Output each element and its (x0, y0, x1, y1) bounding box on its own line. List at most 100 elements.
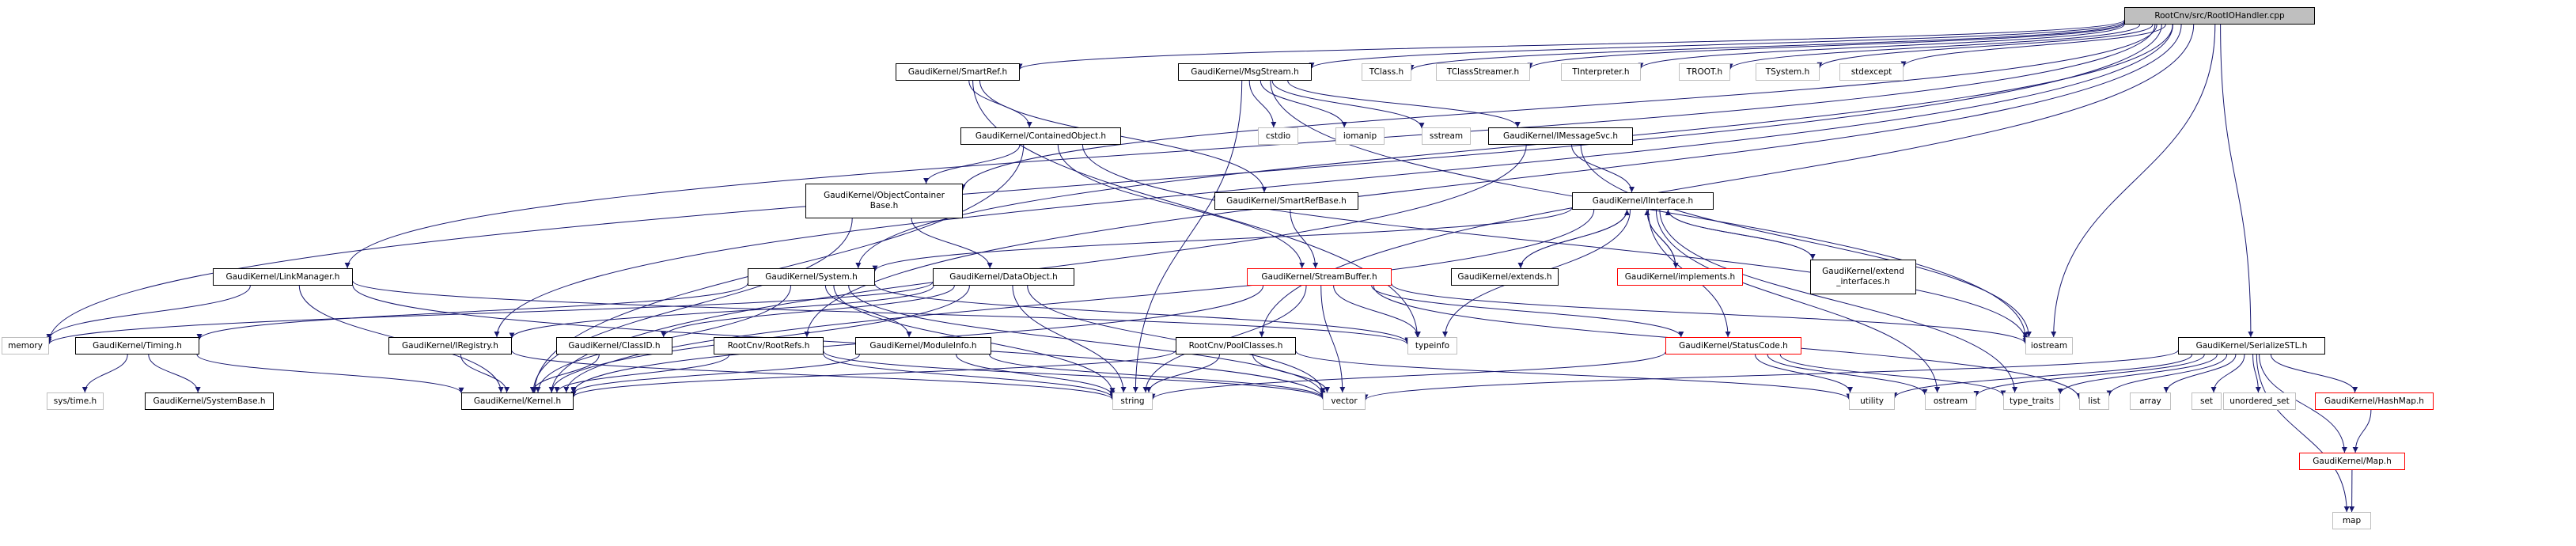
node-linkmanager[interactable]: GaudiKernel/LinkManager.h (213, 268, 353, 286)
edge-timing-to-systembase (148, 354, 201, 393)
edge-root-to-tinterpreter (1638, 24, 2125, 69)
node-typeinfo[interactable]: typeinfo (1407, 337, 1457, 355)
edge-linkmanager-to-vector (352, 285, 1326, 399)
node-list[interactable]: list (2079, 392, 2109, 410)
node-dataobject[interactable]: GaudiKernel/DataObject.h (933, 268, 1074, 286)
edge-extend-interfaces-to-iinterface (1665, 209, 1813, 260)
node-unordered-set[interactable]: unordered_set (2223, 392, 2296, 410)
node-root[interactable]: RootCnv/src/RootIOHandler.cpp (2124, 7, 2315, 25)
node-tinterpreter[interactable]: TInterpreter.h (1561, 63, 1641, 81)
edge-moduleinfo-to-vector (989, 354, 1326, 399)
edge-dataobject-to-string (1012, 285, 1127, 393)
edge-rootrefs-to-string (823, 354, 1116, 399)
node-kernel[interactable]: GaudiKernel/Kernel.h (461, 392, 574, 410)
node-objectcontainerbase[interactable]: GaudiKernel/ObjectContainer Base.h (805, 184, 963, 218)
edge-smartref-to-containedobject (968, 80, 1032, 128)
node-utility[interactable]: utility (1849, 392, 1895, 410)
node-tclass[interactable]: TClass.h (1362, 63, 1411, 81)
node-statuscode[interactable]: GaudiKernel/StatusCode.h (1665, 337, 1801, 355)
edge-statuscode-to-type-traits (1779, 354, 2006, 396)
node-containedobject[interactable]: GaudiKernel/ContainedObject.h (960, 127, 1121, 145)
node-timing[interactable]: GaudiKernel/Timing.h (75, 337, 199, 355)
node-map[interactable]: map (2332, 512, 2371, 529)
edge-moduleinfo-to-string (956, 354, 1116, 396)
edge-root-to-msgstream (1309, 21, 2125, 69)
edge-linkmanager-to-memory (46, 285, 251, 340)
node-string[interactable]: string (1112, 392, 1153, 410)
edge-root-to-troot (1727, 24, 2141, 70)
node-systembase[interactable]: GaudiKernel/SystemBase.h (145, 392, 274, 410)
edge-root-to-tclassstreamer (1527, 22, 2125, 69)
edge-statuscode-to-string (1150, 351, 1666, 400)
node-tsystem[interactable]: TSystem.h (1756, 63, 1820, 81)
edge-msgstream-to-sstream (1271, 80, 1425, 129)
edge-classid-to-kernel (529, 354, 600, 393)
edge-serializestl-to-array (2163, 354, 2237, 393)
node-type-traits[interactable]: type_traits (2003, 392, 2060, 410)
node-tclassstreamer[interactable]: TClassStreamer.h (1436, 63, 1530, 81)
node-rootrefs[interactable]: RootCnv/RootRefs.h (714, 337, 824, 355)
edge-root-to-linkmanager (344, 24, 2156, 269)
node-extends[interactable]: GaudiKernel/extends.h (1451, 268, 1559, 286)
node-classid[interactable]: GaudiKernel/ClassID.h (556, 337, 672, 355)
edge-msgstream-to-imessagesvc (1287, 80, 1521, 128)
edge-system-to-timing (196, 283, 748, 340)
node-serializestl[interactable]: GaudiKernel/SerializeSTL.h (2178, 337, 2325, 355)
node-array[interactable]: array (2130, 392, 2171, 410)
node-ostream[interactable]: ostream (1925, 392, 1976, 410)
edge-root-to-iostream (2051, 24, 2216, 338)
node-poolclasses[interactable]: RootCnv/PoolClasses.h (1176, 337, 1296, 355)
node-vector[interactable]: vector (1323, 392, 1366, 410)
edge-root-to-tclass (1408, 21, 2125, 71)
edge-streambuffer-to-statuscode (1371, 285, 1684, 338)
edge-rootrefs-to-vector (823, 351, 1326, 400)
edge-statuscode-to-ostream (1767, 354, 1928, 395)
node-system[interactable]: GaudiKernel/System.h (748, 268, 875, 286)
edge-serializestl-to-set (2210, 354, 2245, 393)
edge-serializestl-to-hashmap (2270, 354, 2358, 393)
node-systime[interactable]: sys/time.h (47, 392, 104, 410)
node-memory[interactable]: memory (2, 337, 49, 355)
node-extend-interfaces[interactable]: GaudiKernel/extend _interfaces.h (1810, 260, 1916, 294)
node-smartref[interactable]: GaudiKernel/SmartRef.h (896, 63, 1020, 81)
edge-system-to-typeinfo (874, 283, 1411, 343)
node-iomanip[interactable]: iomanip (1335, 127, 1385, 145)
edge-root-to-smartref (1017, 19, 2125, 70)
edge-serializestl-to-vector (1362, 350, 2179, 400)
node-cstdio[interactable]: cstdio (1258, 127, 1298, 145)
edge-streambuffer-to-typeinfo (1333, 285, 1421, 338)
edge-smartrefbase-to-streambuffer (1290, 209, 1319, 269)
edge-extends-to-iinterface (1520, 209, 1630, 269)
edge-poolclasses-to-utility (1295, 351, 1852, 400)
node-moduleinfo[interactable]: GaudiKernel/ModuleInfo.h (855, 337, 991, 355)
node-iinterface[interactable]: GaudiKernel/IInterface.h (1572, 192, 1714, 210)
node-troot[interactable]: TROOT.h (1679, 63, 1730, 81)
edge-iinterface-to-ostream (1655, 209, 1941, 393)
node-hashmap[interactable]: GaudiKernel/HashMap.h (2315, 392, 2434, 410)
node-set[interactable]: set (2191, 392, 2222, 410)
edge-hashmap-to-map-h (2352, 409, 2372, 453)
edge-serializestl-to-list (2106, 354, 2228, 396)
edge-root-to-memory (46, 24, 2162, 343)
node-streambuffer[interactable]: GaudiKernel/StreamBuffer.h (1247, 268, 1392, 286)
node-iostream[interactable]: iostream (2025, 337, 2073, 355)
node-msgstream[interactable]: GaudiKernel/MsgStream.h (1178, 63, 1312, 81)
node-sstream[interactable]: sstream (1422, 127, 1471, 145)
edge-containedobject-to-streambuffer (1057, 144, 1305, 269)
node-implements[interactable]: GaudiKernel/implements.h (1617, 268, 1743, 286)
node-stdexcept[interactable]: stdexcept (1839, 63, 1904, 81)
edge-iregistry-to-kernel (460, 354, 510, 393)
node-imessagesvc[interactable]: GaudiKernel/IMessageSvc.h (1488, 127, 1633, 145)
edge-poolclasses-to-vector (1252, 354, 1330, 393)
edge-msgstream-to-iomanip (1260, 80, 1347, 128)
edge-imessagesvc-to-iinterface (1571, 144, 1635, 193)
edge-serializestl-to-unordered-set (2252, 354, 2261, 393)
edge-serializestl-to-type-traits (2057, 354, 2218, 395)
node-smartrefbase[interactable]: GaudiKernel/SmartRefBase.h (1214, 192, 1358, 210)
node-iregistry[interactable]: GaudiKernel/IRegistry.h (388, 337, 512, 355)
edge-dataobject-to-classid (661, 285, 955, 338)
node-map-h[interactable]: GaudiKernel/Map.h (2299, 453, 2405, 470)
edge-timing-to-systime (81, 354, 128, 393)
